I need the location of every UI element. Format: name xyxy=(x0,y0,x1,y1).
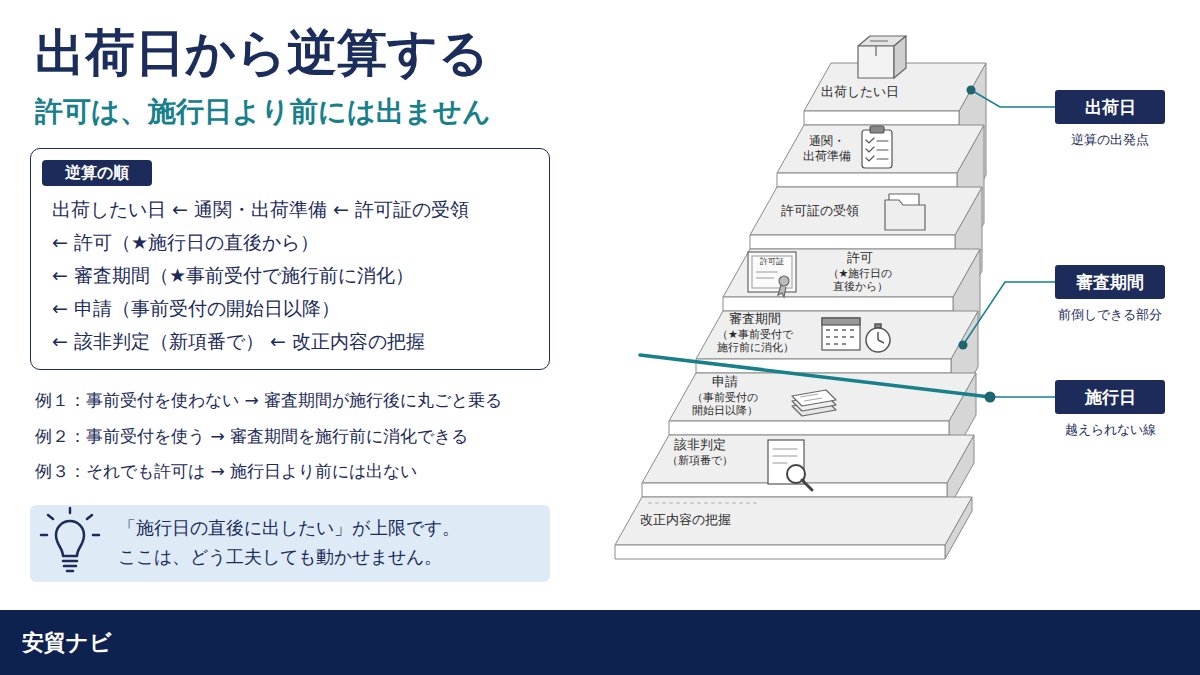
calendar-sheet xyxy=(822,318,860,350)
subtitle: 許可は、施行日より前には出ません xyxy=(35,94,491,130)
callout-note: 越えられない線 xyxy=(1030,421,1190,439)
step-label: 審査期間 xyxy=(705,311,805,327)
step-label: 出荷したい日 xyxy=(815,84,905,100)
order-box: 出荷したい日 ← 通関・出荷準備 ← 許可証の受領 ← 許可（★施行日の直後から）… xyxy=(30,148,550,370)
brand-name: 安貿ナビ xyxy=(22,610,112,675)
order-step-line: ← 審査期間（★事前受付で施行前に消化） xyxy=(52,262,414,288)
paper-lines xyxy=(800,394,822,401)
footer-band: 安貿ナビ xyxy=(0,610,1200,675)
order-tag: 逆算の順 xyxy=(42,160,152,186)
certificate-lines xyxy=(756,272,778,278)
staircase-illustration xyxy=(615,63,986,559)
step-label: 許可証の受領 xyxy=(770,203,870,219)
dashed-guide xyxy=(648,503,760,504)
order-step-line: ← 該非判定（新項番で） ← 改正内容の把握 xyxy=(52,328,425,354)
order-step-line: ← 許可（★施行日の直後から） xyxy=(52,229,319,255)
certificate-ribbon xyxy=(778,285,786,297)
stair-tread xyxy=(615,497,972,545)
slide-title: 出荷日から逆算する xyxy=(35,22,489,84)
magnifier-handle xyxy=(802,480,812,490)
stopwatch-hand xyxy=(878,332,884,343)
leader-dot xyxy=(967,86,976,95)
callout-box: 施行日越えられない線 xyxy=(1055,380,1165,414)
leader-dot xyxy=(985,392,996,403)
callout-note: 前倒しできる部分 xyxy=(1030,306,1190,324)
folder-icon xyxy=(885,194,925,230)
clipboard-board xyxy=(862,130,892,168)
clipboard-checks xyxy=(866,138,888,161)
parcel-side xyxy=(894,36,906,78)
parcel-icon xyxy=(858,36,906,78)
step-note: （★施行日の 直後から） xyxy=(810,267,910,293)
step-note: （★事前受付で 施行前に消化） xyxy=(705,328,805,354)
calendar-grid xyxy=(826,330,854,344)
folder-body xyxy=(885,200,925,230)
tip-box: 「施行日の直後に出したい」が上限です。 ここは、どう工夫しても動かせません。 xyxy=(30,505,550,582)
clipboard-clip xyxy=(870,126,884,133)
step-label: 通関・ 出荷準備 xyxy=(797,134,857,164)
callout-note: 逆算の出発点 xyxy=(1030,131,1190,149)
document-lines xyxy=(773,449,797,463)
stair-riser xyxy=(615,545,945,559)
tip-text: 「施行日の直後に出したい」が上限です。 ここは、どう工夫しても動かせません。 xyxy=(118,513,498,571)
certificate-icon xyxy=(748,252,796,297)
step-label: 申請 xyxy=(680,374,770,390)
callout-box: 審査期間前倒しできる部分 xyxy=(1055,265,1165,299)
step-label: 改正内容の把握 xyxy=(630,512,740,528)
stair-tread xyxy=(750,187,982,235)
callout-title: 施行日 xyxy=(1055,380,1165,414)
stair-tread xyxy=(669,373,976,421)
stair-riser xyxy=(669,421,949,435)
example-line: 例２：事前受付を使う → 審査期間を施行前に消化できる xyxy=(35,424,468,448)
example-line: 例１：事前受付を使わない → 審査期間が施行後に丸ごと乗る xyxy=(35,388,502,412)
stair-tread xyxy=(642,435,974,483)
leader-dot xyxy=(959,341,968,350)
callout-title: 審査期間 xyxy=(1055,265,1165,299)
stair-riser xyxy=(642,483,947,497)
callout-box: 出荷日逆算の出発点 xyxy=(1055,90,1165,124)
stopwatch-face xyxy=(866,328,890,352)
parcel-tape xyxy=(870,41,888,56)
paper-sheet xyxy=(792,390,836,406)
step-note: （新項番で） xyxy=(655,454,745,467)
stair-riser xyxy=(723,297,953,311)
callout-title: 出荷日 xyxy=(1055,90,1165,124)
leader-line xyxy=(963,282,1055,345)
example-line: 例３：それでも許可は → 施行日より前には出ない xyxy=(35,459,417,483)
stair-riser xyxy=(750,235,955,249)
leader-line xyxy=(990,396,1055,398)
icon-caption: 許可証 xyxy=(748,257,796,267)
certificate-seal xyxy=(779,276,789,286)
stair-tread xyxy=(777,125,984,173)
step-label: 許可 xyxy=(810,250,910,266)
calendar-header xyxy=(822,318,860,325)
tag-text: 逆算の順 xyxy=(42,160,152,186)
stair-tread xyxy=(696,311,978,359)
stair-riser xyxy=(777,173,957,187)
calendar-icon xyxy=(822,318,860,350)
order-step-line: ← 申請（事前受付の開始日以降） xyxy=(52,295,340,321)
leader-line xyxy=(971,90,1055,107)
document-sheet xyxy=(768,440,804,484)
leader-lines xyxy=(963,90,1055,397)
step-note: （事前受付の 開始日以降） xyxy=(680,391,770,417)
clipboard-icon xyxy=(862,126,892,168)
stopwatch-icon xyxy=(866,324,890,352)
step-label: 該非判定 xyxy=(655,437,745,453)
effective-date-line xyxy=(640,355,990,397)
document-magnifier-icon xyxy=(768,440,812,490)
papers-icon xyxy=(792,390,836,416)
order-step-line: 出荷したい日 ← 通関・出荷準備 ← 許可証の受領 xyxy=(52,196,469,222)
stair-riser xyxy=(804,111,959,125)
certificate-sheet xyxy=(748,252,796,292)
stair-tread xyxy=(723,249,980,297)
